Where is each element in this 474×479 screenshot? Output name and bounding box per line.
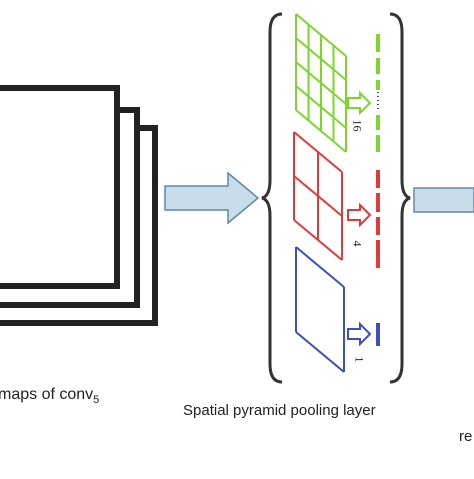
grid-line <box>295 61 347 105</box>
bins-label-1: 1 <box>352 356 367 363</box>
feature-maps-text: maps of conv <box>0 386 94 403</box>
grid-line <box>295 331 345 373</box>
left-brace <box>261 12 283 384</box>
pyramid-level-1 <box>295 246 380 373</box>
grid-line <box>295 85 347 129</box>
bins-label-16: 16 <box>350 119 365 132</box>
feature-maps-subscript: 5 <box>93 394 100 407</box>
arrow-to-spp <box>164 171 260 225</box>
arrow-to-next <box>413 187 474 213</box>
grid-line <box>293 219 343 261</box>
feature-maps-label: maps of conv5 <box>0 386 99 406</box>
grid-4x4 <box>295 13 347 153</box>
arrow-4-icon <box>347 202 372 228</box>
grid-line <box>293 175 343 217</box>
feature-map-front <box>0 85 120 289</box>
arrow-16-icon <box>347 90 372 116</box>
grid-line <box>295 246 345 288</box>
grid-1x1 <box>295 246 345 373</box>
bins-label-4: 4 <box>350 240 365 247</box>
right-brace <box>389 12 411 384</box>
pyramid-level-4 <box>293 131 380 268</box>
spp-layer-label: Spatial pyramid pooling layer <box>183 402 376 419</box>
next-layer-label-partial: re <box>459 428 473 445</box>
arrow-1-icon <box>347 321 372 347</box>
feature-map-stack <box>0 85 158 326</box>
pyramid-level-16 <box>295 13 380 153</box>
grid-2x2 <box>293 131 343 261</box>
grid-line <box>295 109 347 153</box>
